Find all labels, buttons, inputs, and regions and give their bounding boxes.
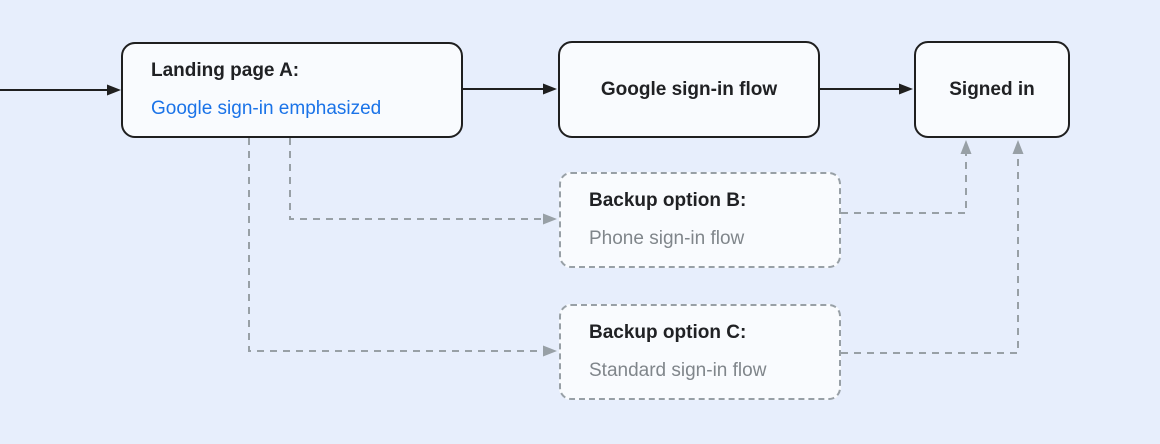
edge-backup-c-to-signed-in [841,140,1024,354]
node-backup-b-subtitle: Phone sign-in flow [589,228,745,249]
edge-google-flow-to-signed-in [820,83,913,95]
arrowhead-right [107,84,121,96]
node-backup-c-subtitle: Standard sign-in flow [589,360,767,381]
arrowhead-right [543,83,557,95]
edge-landing-to-backup-c [248,138,557,357]
arrowhead-right [543,345,557,357]
node-google-signin-flow-label: Google sign-in flow [600,78,778,100]
node-landing-page-a: Landing page A: Google sign-in emphasize… [121,42,463,138]
edge-backup-b-to-signed-in [841,140,972,214]
edge-landing-to-backup-b [289,138,557,225]
node-backup-option-b: Backup option B: Phone sign-in flow [559,172,841,268]
node-backup-c-title: Backup option C: [589,322,747,343]
node-signed-in-label: Signed in [949,78,1035,100]
edge-entry-to-landing [0,84,121,96]
node-backup-b-title: Backup option B: [589,190,747,211]
node-backup-option-c: Backup option C: Standard sign-in flow [559,304,841,400]
node-google-signin-flow: Google sign-in flow [558,41,820,138]
arrowhead-right [899,83,913,95]
edge-landing-to-google-flow [463,83,557,95]
arrowhead-right [543,213,557,225]
node-landing-title: Landing page A: [151,60,300,81]
node-landing-subtitle: Google sign-in emphasized [151,98,382,119]
arrowhead-up [1012,140,1024,154]
node-signed-in: Signed in [914,41,1070,138]
arrowhead-up [960,140,972,154]
